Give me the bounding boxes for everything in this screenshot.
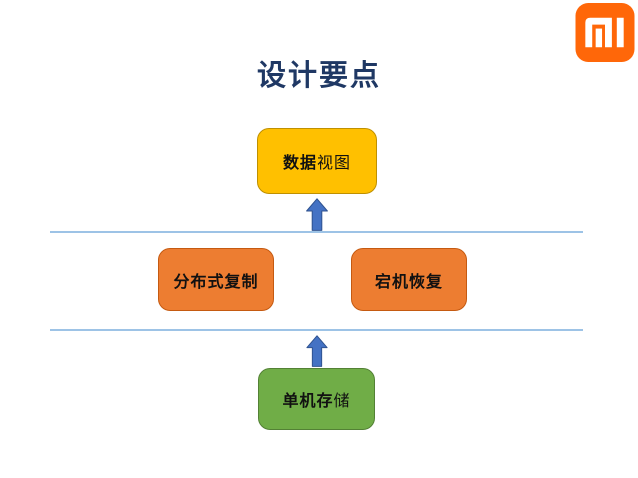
box-crash-recovery: 宕机恢复 (351, 248, 467, 311)
box-distributed-replication-label-strong: 分布式复制 (173, 273, 259, 291)
slide-title: 设计要点 (256, 60, 381, 92)
box-distributed-replication: 分布式复制 (158, 248, 274, 311)
box-single-machine-storage-label-light: 储 (333, 393, 351, 410)
up-arrow-icon-top (306, 198, 328, 231)
up-arrow-icon-bottom (306, 335, 328, 367)
xiaomi-mi-logo-icon (575, 3, 635, 62)
box-data-view: 数据视图 (257, 128, 377, 194)
box-data-view-label-strong: 数据 (282, 155, 317, 172)
box-data-view-label-light: 视图 (317, 155, 352, 172)
divider-line-bottom (50, 329, 583, 331)
box-single-machine-storage: 单机存储 (258, 368, 375, 430)
divider-line-top (50, 231, 583, 233)
box-single-machine-storage-label-strong: 单机存 (282, 393, 334, 410)
box-crash-recovery-label-strong: 宕机恢复 (374, 273, 443, 291)
